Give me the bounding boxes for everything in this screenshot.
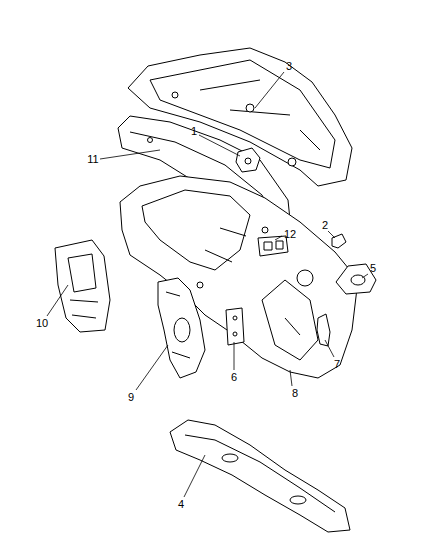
plate <box>226 308 244 345</box>
callout-number: 4 <box>178 499 184 510</box>
callout-number: 1 <box>191 126 197 137</box>
callout-number: 3 <box>286 61 292 72</box>
bracket <box>236 148 260 172</box>
side-panel <box>55 240 110 332</box>
callout-number: 9 <box>128 392 134 403</box>
callout-number: 8 <box>292 388 298 399</box>
callout-number: 2 <box>322 220 328 231</box>
callout-number: 6 <box>231 372 237 383</box>
cowl-top-panel <box>128 48 352 186</box>
side-reinforcement <box>158 278 205 378</box>
callout-number: 7 <box>334 359 340 370</box>
leader-lines <box>47 72 368 497</box>
dash-panel <box>120 176 358 378</box>
crossmember <box>170 420 350 532</box>
clip <box>332 234 346 248</box>
callout-number: 5 <box>370 263 376 274</box>
callout-number: 11 <box>87 154 98 165</box>
callout-number: 10 <box>36 318 48 329</box>
reinforcement <box>317 314 330 346</box>
insulator-patch <box>258 236 288 256</box>
callout-number: 12 <box>284 229 296 240</box>
